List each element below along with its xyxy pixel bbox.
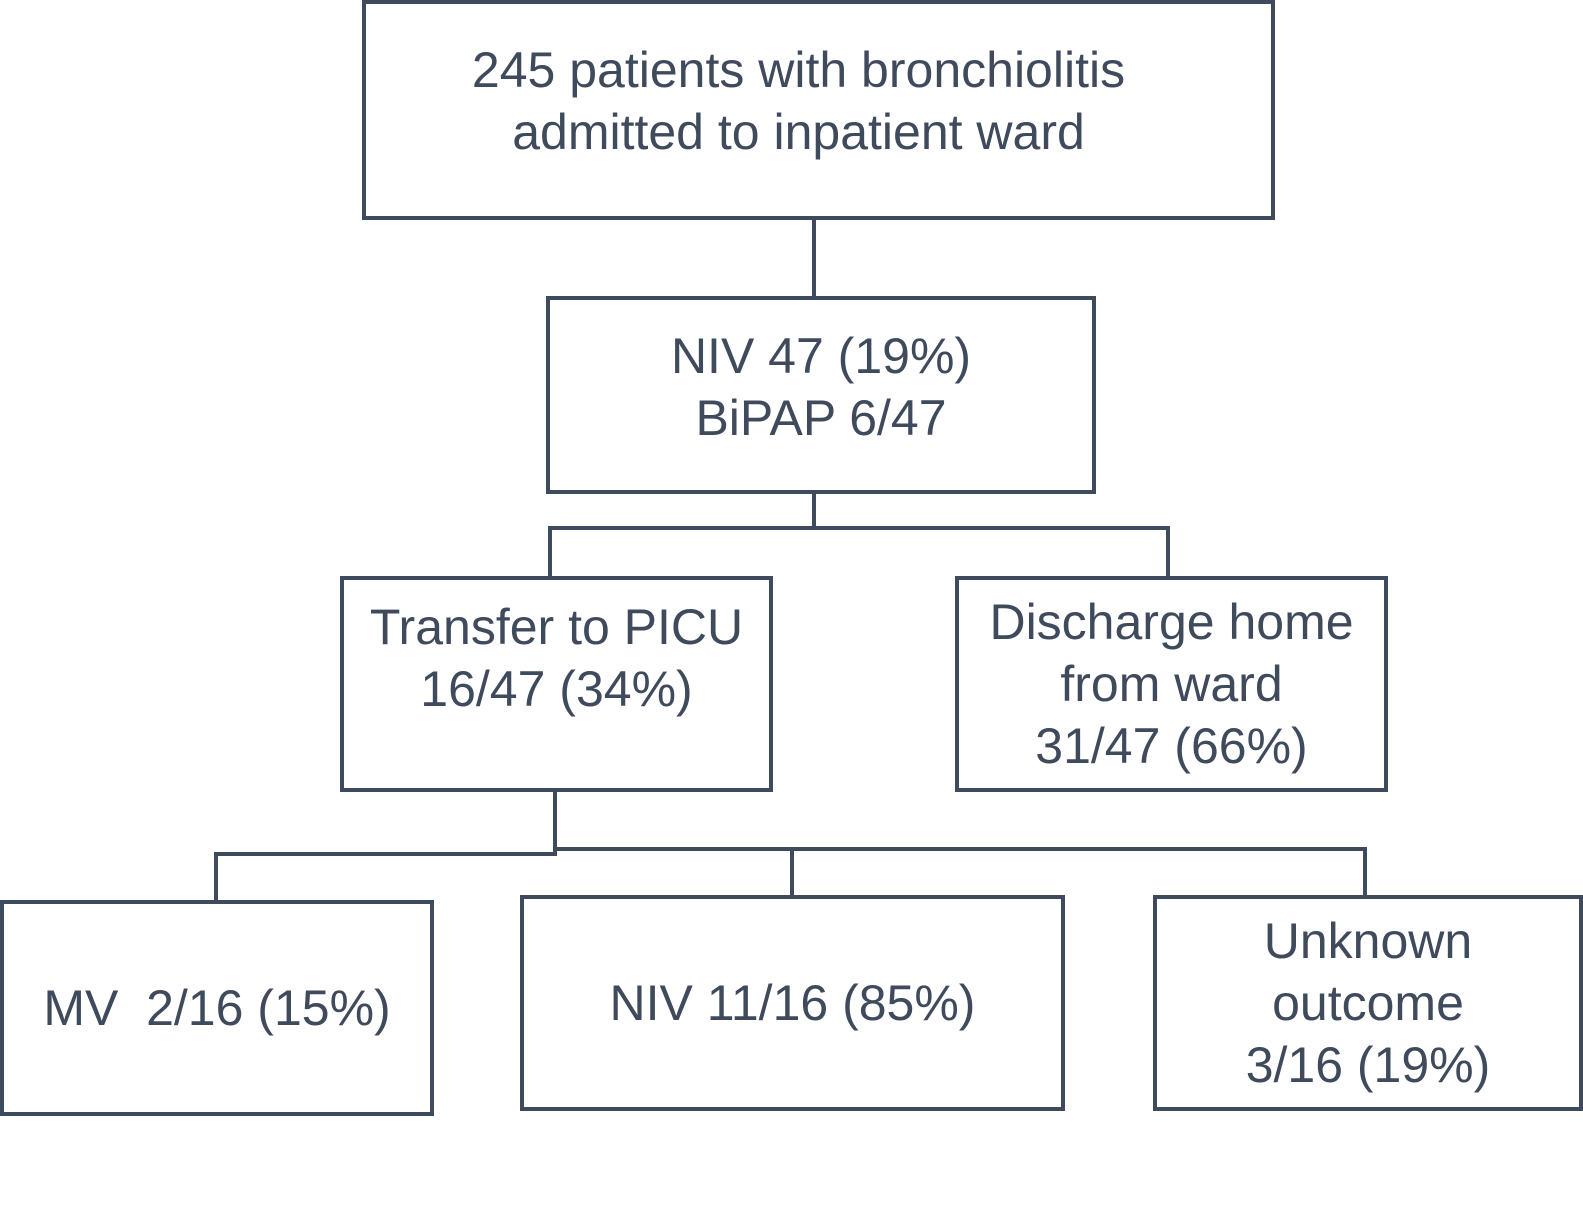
niv-box: NIV 47 (19%) BiPAP 6/47 [546, 296, 1096, 494]
root-line-1: 245 patients with bronchiolitis [471, 42, 1126, 98]
niv-picu-box: NIV 11/16 (85%) [520, 895, 1065, 1111]
picu-line-2: 16/47 (34%) [420, 661, 693, 717]
root-line-2: admitted to inpatient ward [512, 104, 1085, 160]
niv-picu-line-1: NIV 11/16 (85%) [609, 975, 976, 1031]
mv-box: MV 2/16 (15%) [0, 900, 434, 1116]
mv-line-1: MV 2/16 (15%) [43, 980, 391, 1036]
discharge-box: Discharge home from ward 31/47 (66%) [955, 576, 1388, 792]
connector-to-picu [548, 526, 552, 576]
connector-niv-branch [548, 526, 1170, 530]
discharge-line-1: Discharge home [989, 594, 1354, 650]
connector-picu-branch-left [214, 852, 557, 856]
root-box: 245 patients with bronchiolitis admitted… [362, 0, 1275, 220]
discharge-line-3: 31/47 (66%) [1035, 718, 1308, 774]
picu-line-1: Transfer to PICU [369, 599, 744, 655]
picu-box: Transfer to PICU 16/47 (34%) [340, 576, 773, 792]
connector-niv-down [812, 490, 816, 530]
niv-line-1: NIV 47 (19%) [670, 328, 972, 384]
connector-picu-down [553, 788, 557, 856]
unknown-line-1: Unknown [1263, 913, 1473, 969]
connector-picu-branch-right [553, 847, 1367, 851]
unknown-line-3: 3/16 (19%) [1245, 1037, 1491, 1093]
unknown-line-2: outcome [1272, 975, 1464, 1031]
connector-root-to-niv [812, 216, 816, 298]
niv-line-2: BiPAP 6/47 [695, 390, 947, 446]
unknown-box: Unknown outcome 3/16 (19%) [1153, 895, 1583, 1111]
connector-to-mv [214, 852, 218, 900]
connector-to-niv-picu [790, 847, 794, 895]
connector-to-discharge [1166, 526, 1170, 576]
connector-to-unknown [1363, 847, 1367, 895]
discharge-line-2: from ward [1060, 656, 1283, 712]
